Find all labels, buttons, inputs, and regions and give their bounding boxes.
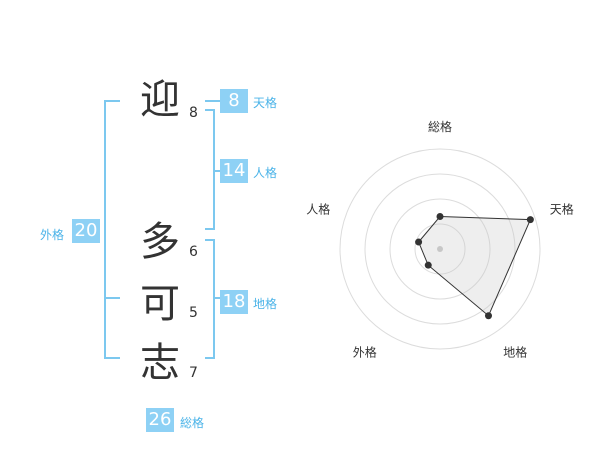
soukaku-label: 総格 (180, 416, 205, 430)
radar-grid-ring-4 (339, 148, 541, 350)
chikaku-bracket-top (205, 239, 215, 241)
gaikaku-bracket-top (104, 100, 120, 102)
name-char-3: 可 (140, 281, 180, 327)
stroke-count-1: 8 (189, 105, 198, 121)
radar-point-5 (415, 238, 423, 246)
chikaku-bracket-link (213, 297, 220, 299)
radar-center-dot (437, 246, 443, 252)
radar-grid (339, 148, 541, 350)
gaikaku-bracket-spine (104, 100, 106, 359)
radar-axis-label-3: 地格 (503, 345, 527, 360)
jinkaku-bracket-link (213, 170, 220, 172)
tenkaku-bracket-stub (205, 100, 220, 102)
tenkaku-badge: 8 (220, 89, 248, 113)
gaikaku-bracket-bottom (104, 357, 120, 359)
radar-grid-ring-1 (414, 223, 466, 275)
radar-shape (415, 213, 534, 320)
name-char-1: 迎 (140, 77, 180, 123)
jinkaku-bracket-top (205, 109, 215, 111)
name-char-4: 志 (140, 340, 180, 386)
radar-grid-ring-2 (389, 198, 491, 300)
radar-point-3 (484, 312, 492, 320)
radar-series-polygon (418, 215, 532, 317)
radar-axis-label-2: 天格 (550, 201, 574, 216)
radar-grid-ring-3 (364, 173, 516, 325)
tenkaku-label: 天格 (253, 96, 278, 110)
radar-point-2 (526, 216, 534, 224)
stroke-count-4: 7 (189, 365, 198, 381)
jinkaku-bracket-spine (213, 109, 215, 230)
jinkaku-bracket-bottom (205, 228, 215, 230)
chikaku-bracket-spine (213, 239, 215, 359)
chikaku-label: 地格 (253, 297, 278, 311)
stroke-count-3: 5 (189, 305, 198, 321)
radar-point-1 (436, 213, 444, 220)
name-char-2: 多 (140, 219, 180, 265)
chikaku-bracket-bottom (205, 357, 215, 359)
stroke-count-2: 6 (189, 244, 198, 260)
gaikaku-badge: 20 (72, 219, 100, 243)
gaikaku-bracket-mid (104, 297, 120, 299)
gaikaku-label: 外格 (40, 228, 65, 242)
radar-axis-label-5: 人格 (306, 201, 330, 216)
radar-axis-label-4: 外格 (353, 345, 377, 360)
radar-point-4 (424, 261, 432, 269)
soukaku-badge: 26 (146, 408, 174, 432)
chikaku-badge: 18 (220, 290, 248, 314)
radar-axis-label-1: 総格 (428, 119, 452, 134)
jinkaku-label: 人格 (253, 166, 278, 180)
jinkaku-badge: 14 (220, 159, 248, 183)
